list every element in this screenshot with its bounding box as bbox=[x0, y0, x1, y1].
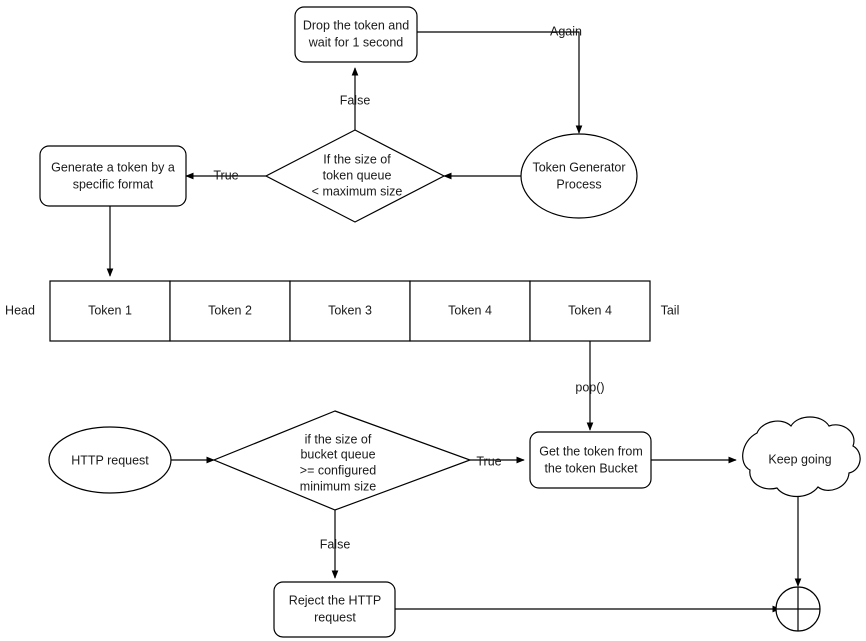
table-tail-label: Tail bbox=[661, 303, 680, 317]
node-http-request-line1: HTTP request bbox=[71, 453, 149, 467]
node-drop-token-line2: wait for 1 second bbox=[308, 35, 404, 49]
node-reject-request[interactable]: Reject the HTTP request bbox=[273, 581, 396, 638]
node-drop-token-shape[interactable] bbox=[294, 6, 418, 63]
node-reject-request-shape[interactable] bbox=[273, 581, 396, 638]
node-generate-token-shape[interactable] bbox=[39, 145, 187, 207]
node-get-token-line1: Get the token from bbox=[539, 444, 643, 458]
node-token-generator-line2: Process bbox=[556, 177, 601, 191]
table-cell-label: Token 4 bbox=[568, 303, 612, 317]
edge-true-bottom: True bbox=[470, 454, 525, 468]
edge-label-pop: pop() bbox=[575, 380, 604, 394]
edge-false-top: False bbox=[340, 67, 371, 130]
edge-true-top: True bbox=[185, 168, 266, 182]
node-drop-token[interactable]: Drop the token and wait for 1 second bbox=[294, 6, 418, 63]
node-token-queue-decision[interactable]: If the size of token queue < maximum siz… bbox=[264, 129, 446, 223]
node-http-request-shape[interactable] bbox=[48, 426, 172, 494]
node-reject-request-line1: Reject the HTTP bbox=[289, 593, 381, 607]
node-token-generator-line1: Token Generator bbox=[532, 160, 625, 174]
table-cell[interactable]: Token 3 bbox=[289, 280, 411, 342]
edge-pop: pop() bbox=[575, 341, 605, 431]
table-cell-shape[interactable] bbox=[529, 280, 651, 342]
node-reject-request-line2: request bbox=[314, 610, 356, 624]
node-bucket-queue-decision-line2: bucket queue bbox=[300, 447, 375, 461]
table-cell-shape[interactable] bbox=[49, 280, 171, 342]
edge-label-false-top: False bbox=[340, 93, 371, 107]
node-get-token-shape[interactable] bbox=[529, 431, 652, 489]
node-bucket-queue-decision[interactable]: if the size of bucket queue >= configure… bbox=[212, 410, 472, 511]
node-keep-going-line1: Keep going bbox=[768, 452, 831, 466]
node-bucket-queue-decision-line4: minimum size bbox=[300, 479, 376, 493]
table-cell[interactable]: Token 2 bbox=[169, 280, 291, 342]
node-drop-token-line1: Drop the token and bbox=[303, 18, 409, 32]
table-cell[interactable]: Token 4 bbox=[409, 280, 531, 342]
table-cell-shape[interactable] bbox=[289, 280, 411, 342]
node-end[interactable] bbox=[775, 586, 821, 632]
node-generate-token[interactable]: Generate a token by a specific format bbox=[39, 145, 187, 207]
table-cell-label: Token 4 bbox=[448, 303, 492, 317]
node-bucket-queue-decision-shape[interactable] bbox=[212, 410, 472, 511]
token-queue-table: Head Tail Token 1 Token 2 Token 3 Token … bbox=[5, 280, 680, 342]
node-get-token-line2: the token Bucket bbox=[544, 461, 638, 475]
node-bucket-queue-decision-line1: if the size of bbox=[305, 432, 372, 446]
node-token-queue-decision-line1: If the size of bbox=[323, 152, 391, 166]
node-token-queue-decision-line3: < maximum size bbox=[312, 184, 403, 198]
node-token-generator-shape[interactable] bbox=[520, 133, 638, 219]
edge-label-true-top: True bbox=[213, 168, 238, 182]
node-keep-going-shape[interactable] bbox=[742, 416, 861, 498]
node-token-generator[interactable]: Token Generator Process bbox=[520, 133, 638, 219]
table-head-label: Head bbox=[5, 303, 35, 317]
node-generate-token-line1: Generate a token by a bbox=[51, 160, 175, 174]
table-cell-label: Token 3 bbox=[328, 303, 372, 317]
node-token-queue-decision-line2: token queue bbox=[323, 168, 392, 182]
table-cell-shape[interactable] bbox=[169, 280, 291, 342]
node-get-token[interactable]: Get the token from the token Bucket bbox=[529, 431, 652, 489]
table-cell-shape[interactable] bbox=[409, 280, 531, 342]
edge-label-false-bottom: False bbox=[320, 537, 351, 551]
edge-false-bottom: False bbox=[320, 510, 351, 579]
edge-label-again: Again bbox=[550, 24, 582, 38]
table-cell-label: Token 2 bbox=[208, 303, 252, 317]
edge-label-true-bottom: True bbox=[476, 454, 501, 468]
table-cell[interactable]: Token 4 bbox=[529, 280, 651, 342]
node-generate-token-line2: specific format bbox=[73, 177, 154, 191]
node-http-request[interactable]: HTTP request bbox=[48, 426, 172, 494]
edge-again: Again bbox=[417, 24, 583, 134]
table-cell-label: Token 1 bbox=[88, 303, 132, 317]
node-keep-going[interactable]: Keep going bbox=[742, 416, 861, 498]
node-bucket-queue-decision-line3: >= configured bbox=[300, 463, 376, 477]
node-token-queue-decision-shape[interactable] bbox=[264, 129, 446, 223]
table-cell[interactable]: Token 1 bbox=[49, 280, 171, 342]
